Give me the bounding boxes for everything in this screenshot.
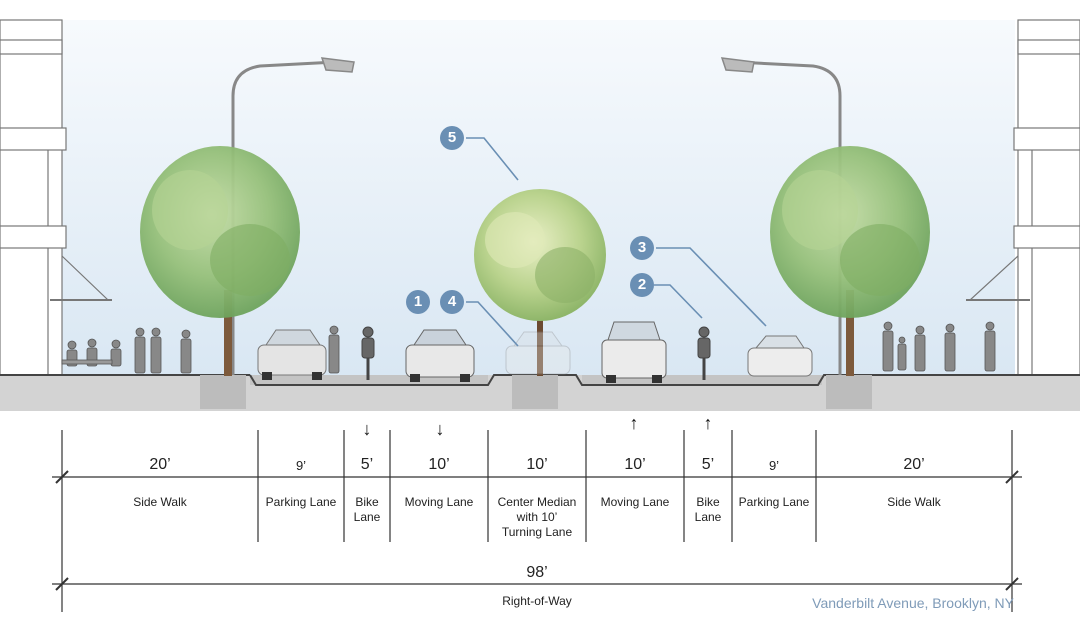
tree-right [770, 146, 930, 376]
callout-1: 1 [406, 290, 430, 314]
total-width-value: 98’ [526, 564, 548, 581]
dim-label-moving-right: Moving Lane [600, 495, 670, 509]
dim-value-bike-right: 5’ [701, 456, 715, 473]
tree-median [474, 189, 606, 376]
dim-value-median: 10’ [526, 456, 548, 473]
cyclist-left [361, 326, 375, 380]
pedestrians-right [882, 321, 996, 372]
car-median-turning [505, 331, 571, 375]
dimension-lines [52, 430, 1022, 612]
dim-label-parking-left: Parking Lane [265, 495, 337, 509]
dim-label-sidewalk-left: Side Walk [133, 495, 187, 509]
dim-label-bike-right: Bike Lane [694, 495, 722, 524]
dim-label-parking-right: Parking Lane [738, 495, 810, 509]
callout-2: 2 [630, 273, 654, 297]
cyclist-right [697, 326, 711, 380]
dim-value-sidewalk-left: 20’ [149, 456, 171, 473]
car-left-moving [405, 329, 475, 382]
dim-value-parking-left: 9’ [295, 458, 307, 473]
location-caption: Vanderbilt Avenue, Brooklyn, NY [812, 595, 1014, 611]
pedestrians-left [61, 325, 340, 374]
dim-value-moving-left: 10’ [428, 456, 450, 473]
arrow-up-bike-right: ↑ [703, 413, 713, 433]
left-building [0, 19, 112, 376]
car-right-parking [747, 335, 813, 377]
ground [0, 374, 1080, 411]
callout-4: 4 [440, 290, 464, 314]
arrow-down-moving-left: ↓ [435, 419, 445, 439]
suv-right-moving [601, 321, 667, 383]
arrow-down-bike-left: ↓ [362, 419, 372, 439]
tree-left [140, 146, 300, 376]
dim-value-bike-left: 5’ [360, 456, 374, 473]
dim-label-sidewalk-right: Side Walk [887, 495, 941, 509]
dim-value-moving-right: 10’ [624, 456, 646, 473]
total-width-label: Right-of-Way [502, 594, 572, 608]
dim-value-sidewalk-right: 20’ [903, 456, 925, 473]
callout-5: 5 [440, 126, 464, 150]
street-light-left [231, 57, 355, 375]
dim-label-median: Center Median with 10’ Turning Lane [497, 495, 577, 539]
dim-label-bike-left: Bike Lane [353, 495, 381, 524]
arrow-up-moving-right: ↑ [629, 413, 639, 433]
car-left-parking [257, 329, 327, 380]
callout-3: 3 [630, 236, 654, 260]
dim-label-moving-left: Moving Lane [404, 495, 474, 509]
dim-value-parking-right: 9’ [768, 458, 780, 473]
callout-leaders [466, 137, 767, 347]
street-light-right [720, 57, 842, 375]
